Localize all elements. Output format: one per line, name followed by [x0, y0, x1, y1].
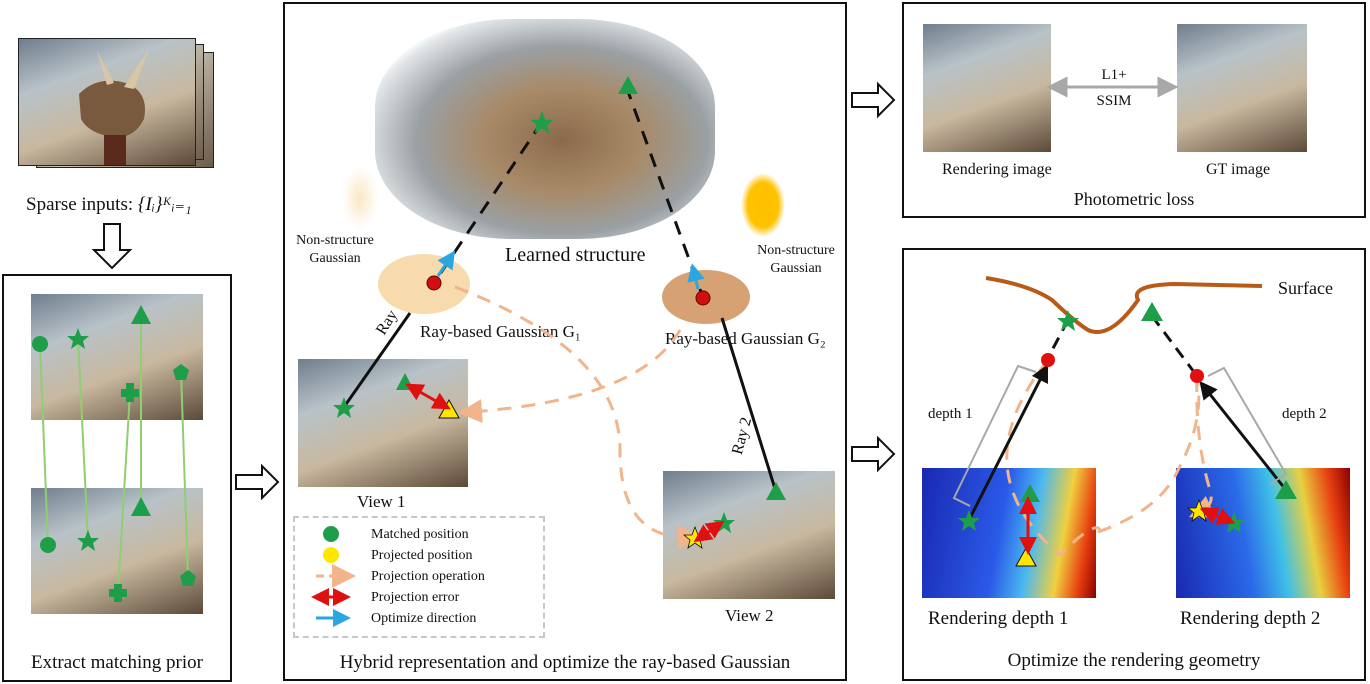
- photometric-loss-title: Photometric loss: [1073, 189, 1195, 209]
- rendering-depth1-map: [922, 468, 1096, 598]
- gt-image-photo: [1177, 24, 1307, 152]
- learned-structure-pointcloud: [375, 19, 715, 239]
- rendering-depth2-label: Rendering depth 2: [1180, 608, 1321, 629]
- extract-matching-panel: Extract matching prior: [2, 274, 232, 682]
- rendering-image-photo: [923, 24, 1051, 152]
- view1-photo: [298, 359, 468, 487]
- rendering-geometry-panel: Rendering depth 1 Rendering depth 2 Surf…: [902, 248, 1366, 681]
- sparse-input-photo-front: [18, 38, 196, 166]
- legend-label-projected: Projected position: [371, 548, 473, 563]
- rendering-depth1-label: Rendering depth 1: [928, 608, 1069, 629]
- rendering-depth2-map: [1176, 468, 1350, 598]
- surface-label: Surface: [1278, 278, 1333, 298]
- view1-label: View 1: [357, 492, 406, 511]
- legend-label-projection-operation: Projection operation: [371, 569, 485, 584]
- hybrid-panel-title: Hybrid representation and optimize the r…: [339, 652, 791, 673]
- gt-image-label: GT image: [1206, 161, 1271, 178]
- ray-gaussian-1-label: Ray-based Gaussian G₁: [420, 322, 581, 341]
- legend-box: Matched position Projected position Proj…: [293, 516, 545, 638]
- match-photo-bottom: [31, 488, 203, 614]
- legend-label-optimize-direction: Optimize direction: [371, 611, 477, 626]
- mu2-label: μ′₂: [697, 294, 716, 313]
- skull-illustration: [79, 49, 149, 165]
- depth2-label: depth 2: [1282, 406, 1327, 422]
- ray2-label: Ray 2: [729, 415, 756, 457]
- depth1-label: depth 1: [928, 406, 973, 422]
- rendering-image-label: Rendering image: [942, 161, 1052, 178]
- view2-photo: [663, 471, 835, 599]
- extract-matching-title: Extract matching prior: [31, 652, 203, 673]
- photometric-loss-panel: Rendering image GT image L1+ SSIM Photom…: [902, 2, 1366, 218]
- ray-gaussian-2-label: Ray-based Gaussian G₂: [665, 329, 826, 348]
- rendering-geometry-title: Optimize the rendering geometry: [1007, 650, 1261, 671]
- ray1-label: Ray 1: [373, 296, 408, 339]
- match-photo-top: [31, 294, 203, 420]
- sparse-inputs-label: Sparse inputs: {Iᵢ}ᴷᵢ₌₁: [26, 194, 192, 215]
- legend-label-projection-error: Projection error: [371, 590, 460, 605]
- l1-ssim-label: L1+ SSIM: [1096, 67, 1132, 109]
- view2-label: View 2: [725, 606, 774, 625]
- legend-label-matched: Matched position: [371, 527, 469, 542]
- learned-structure-label: Learned structure: [505, 244, 646, 266]
- mu1-label: μ′₁: [395, 276, 414, 295]
